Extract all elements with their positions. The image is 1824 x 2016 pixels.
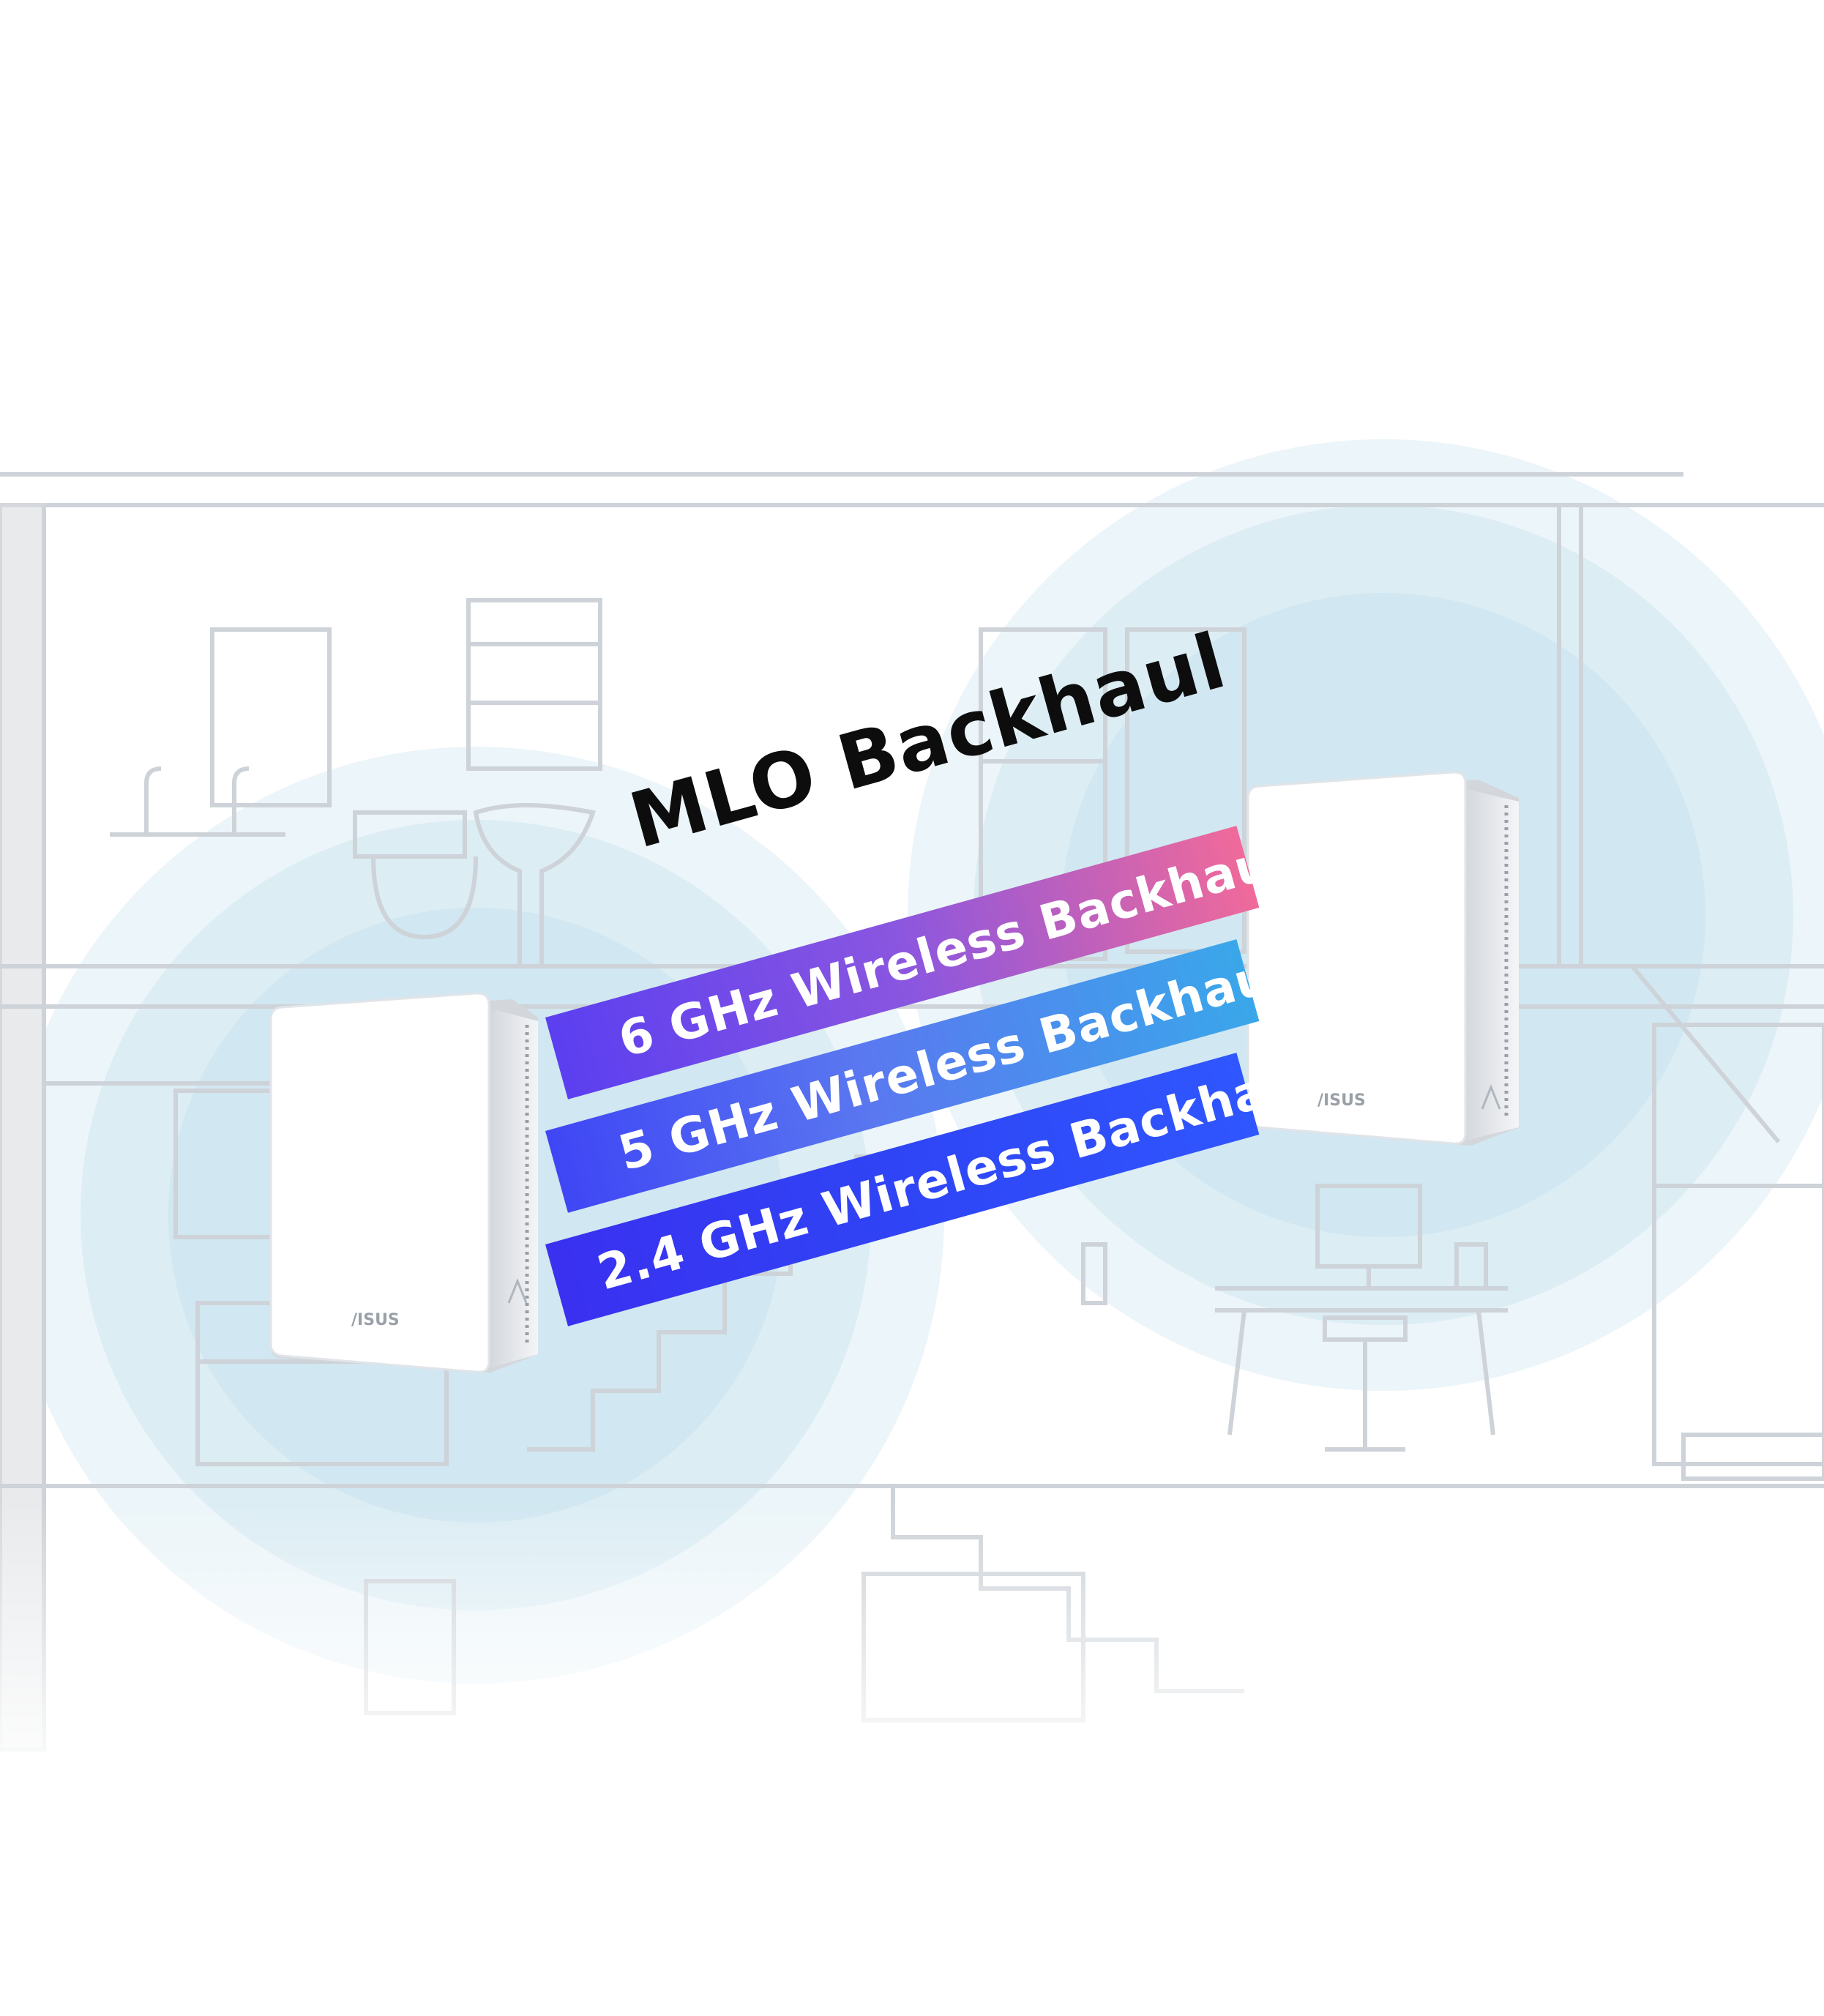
- router-left: /ISUS: [269, 992, 538, 1373]
- svg-text:/ISUS: /ISUS: [351, 1311, 400, 1329]
- router-right: /ISUS: [1246, 771, 1519, 1146]
- svg-text:/ISUS: /ISUS: [1317, 1091, 1366, 1110]
